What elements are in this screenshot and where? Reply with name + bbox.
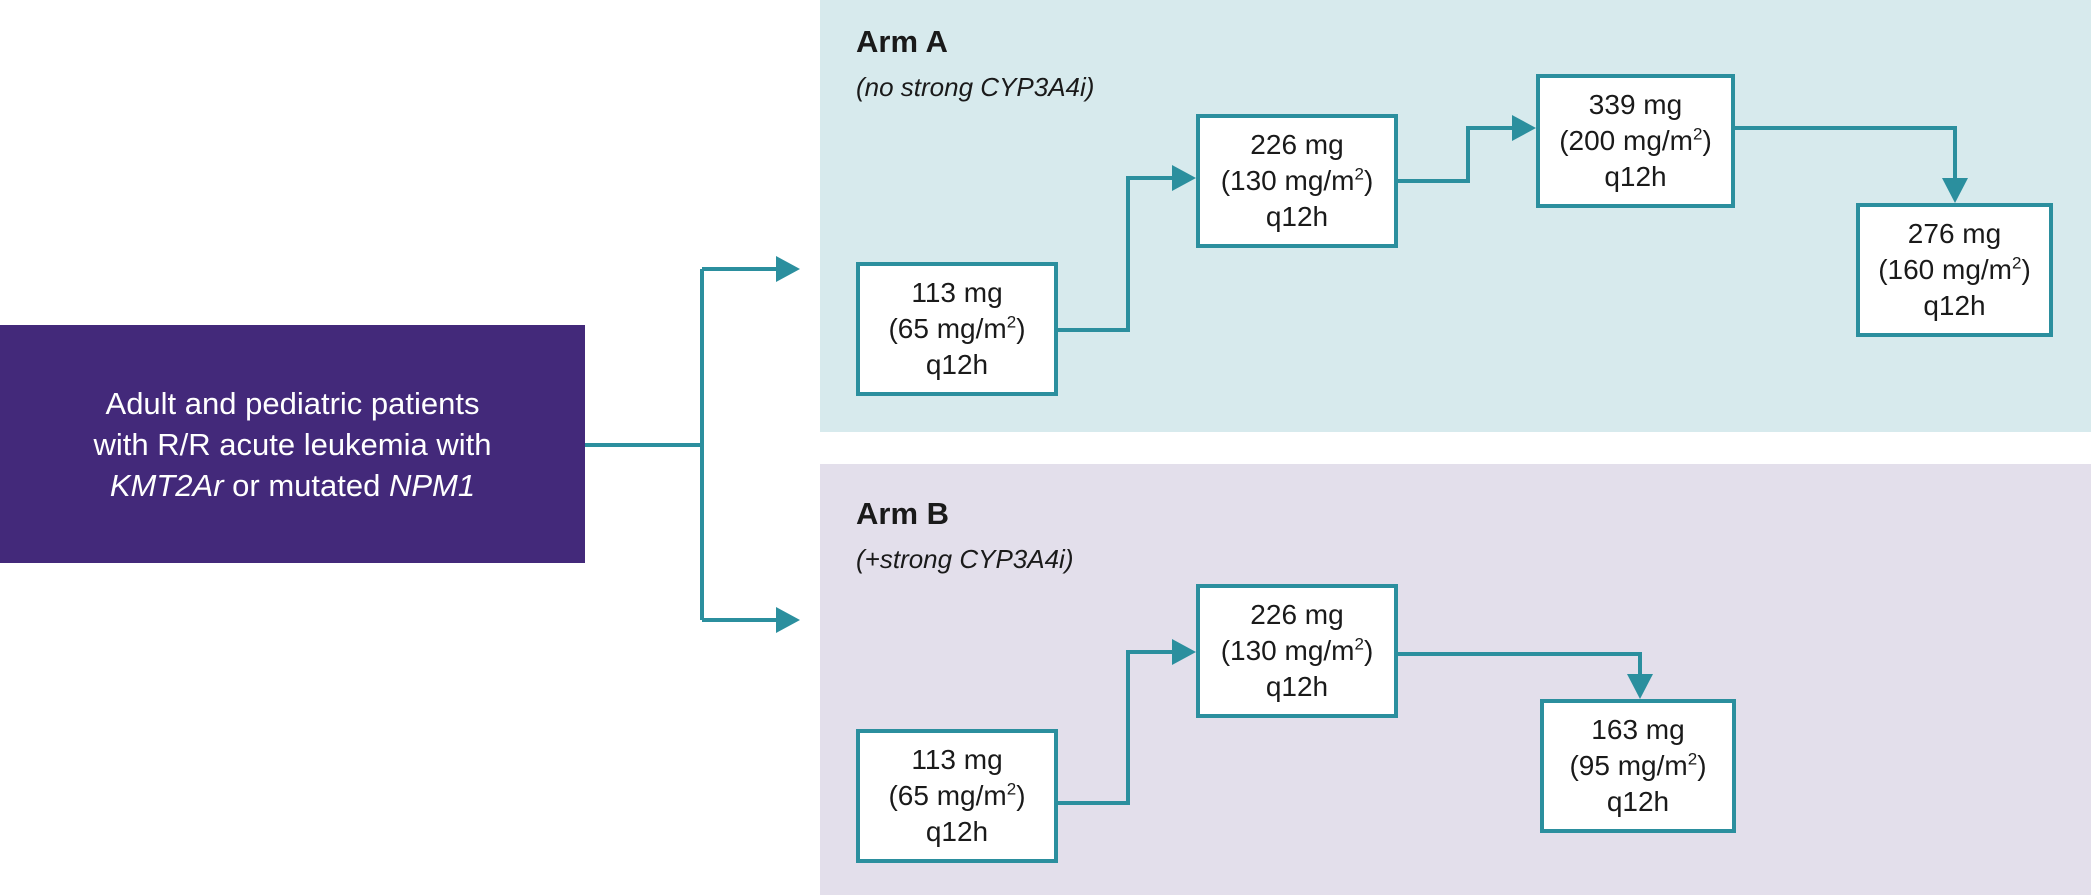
dose-mg: 113 mg [911,277,1003,308]
gene-kmt2ar: KMT2Ar [109,467,224,503]
patient-line-1: Adult and pediatric patients [105,385,480,421]
patient-population-box: Adult and pediatric patients with R/R ac… [0,325,585,563]
arrowhead-to-arm-a [776,256,800,282]
dose-bsa: (95 mg/m2) [1569,749,1707,781]
dose-bsa: (130 mg/m2) [1220,164,1374,196]
arm-a-subtitle: (no strong CYP3A4i) [856,72,1095,102]
dose-mg: 339 mg [1588,89,1683,120]
patient-line-2: with R/R acute leukemia with [93,426,492,462]
patient-line-3: KMT2Ar or mutated NPM1 [110,465,475,506]
arrowhead-to-arm-b [776,607,800,633]
dose-frequency: q12h [925,816,989,847]
dose-frequency: q12h [1265,671,1329,702]
arm-b-dose-step-2: 226 mg (130 mg/m2) q12h [1196,584,1398,718]
arm-a-title: Arm A [856,24,948,59]
patient-line-3-mid: or mutated [223,467,389,503]
dose-bsa: (160 mg/m2) [1878,253,2031,285]
dose-frequency: q12h [1923,290,1986,321]
dose-mg: 226 mg [1250,129,1344,160]
arm-b-title: Arm B [856,496,950,531]
dose-mg: 113 mg [911,744,1003,775]
dose-frequency: q12h [1604,161,1667,192]
dose-bsa: (65 mg/m2) [888,312,1026,344]
dose-mg: 163 mg [1591,714,1685,745]
arm-a-dose-step-3: 339 mg (200 mg/m2) q12h [1536,74,1735,208]
dose-frequency: q12h [925,349,989,380]
gene-npm1: NPM1 [388,467,476,503]
dose-bsa: (65 mg/m2) [888,779,1026,811]
dose-bsa: (130 mg/m2) [1220,634,1374,666]
arm-b-dose-step-1: 113 mg (65 mg/m2) q12h [856,729,1058,863]
arm-a-dose-step-4: 276 mg (160 mg/m2) q12h [1856,203,2053,337]
dose-mg: 226 mg [1250,599,1344,630]
dose-mg: 276 mg [1907,218,2002,249]
arm-a-dose-step-1: 113 mg (65 mg/m2) q12h [856,262,1058,396]
dose-frequency: q12h [1265,201,1329,232]
arm-b-dose-step-3: 163 mg (95 mg/m2) q12h [1540,699,1736,833]
arm-b-subtitle: (+strong CYP3A4i) [856,544,1074,574]
dose-frequency: q12h [1606,786,1670,817]
dose-bsa: (200 mg/m2) [1559,124,1712,156]
arm-a-dose-step-2: 226 mg (130 mg/m2) q12h [1196,114,1398,248]
